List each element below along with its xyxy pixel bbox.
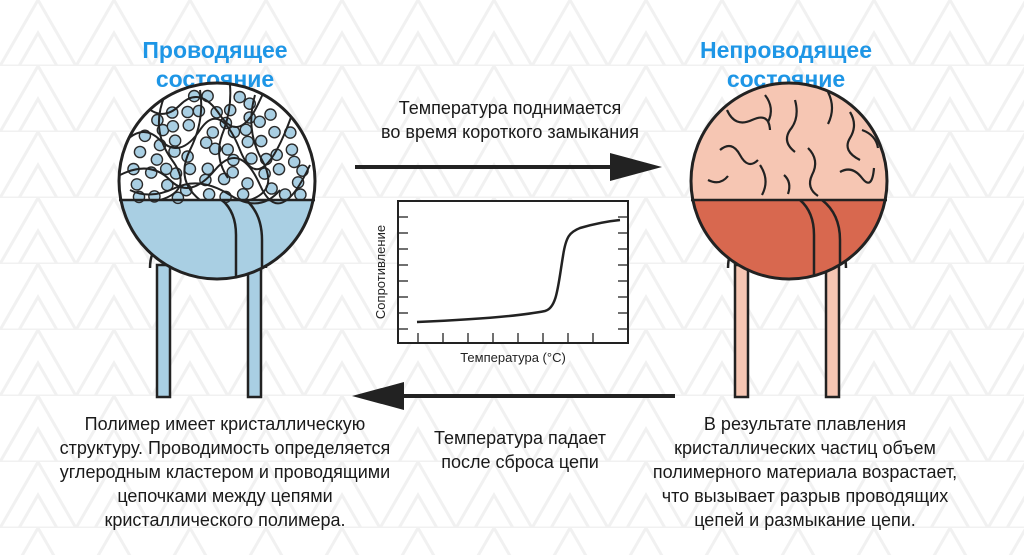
carbon-particle [254,134,268,148]
conductive-description: Полимер имеет кристаллическую структуру.… [59,414,391,530]
carbon-particle [151,113,164,127]
carbon-particle [133,145,147,159]
carbon-particle [241,135,255,149]
carbon-particle [202,187,216,201]
carbon-particle [181,105,194,119]
resistance-curve [416,218,621,324]
temperature-fall-text: Температура падает после сброса цепи [434,428,606,472]
carbon-particle [245,152,258,165]
carbon-particle [206,126,220,139]
conductive-state-title: Проводящее состояние [142,37,288,92]
carbon-particle [201,162,215,176]
conductive-thermistor [117,81,317,399]
y-ticks [398,216,628,330]
temperature-rise-text: Температура поднимается во время коротко… [381,98,639,142]
carbon-particle [287,155,301,169]
carbon-particle [226,165,239,179]
carbon-particle [192,104,206,118]
carbon-particle [253,115,267,129]
left-lead-1 [155,263,172,399]
carbon-particle [182,118,196,132]
carbon-particle [221,143,234,156]
carbon-particle [236,187,250,201]
carbon-particle [272,162,286,176]
carbon-particle [199,136,213,149]
carbon-particle [285,143,299,156]
carbon-particle [227,153,240,167]
resistance-temperature-graph: Сопротивление Температура (°C) [373,200,629,365]
x-ticks [417,333,594,343]
right-lead-1 [733,263,750,399]
carbon-particle [159,162,173,176]
carbon-particle [241,177,254,190]
carbon-particle [168,134,182,147]
graph-y-label: Сопротивление [373,225,388,319]
graph-x-label: Температура (°C) [460,350,566,365]
nonconductive-description: В результате плавления кристаллических ч… [652,414,958,530]
carbon-particle [264,108,277,121]
carbon-particle [233,90,246,104]
nonconductive-thermistor [689,81,889,399]
carbon-particle [166,120,180,133]
carbon-particle [130,178,144,191]
heating-arrow [355,153,662,181]
carbon-particle [150,153,164,166]
carbon-particle [268,125,281,139]
broken-polymer-chains [707,91,880,197]
cooling-arrow [352,382,675,410]
carbon-particle [208,142,222,156]
right-lead-2 [824,263,841,399]
left-lead-2 [246,263,263,399]
carbon-particle [183,162,197,176]
